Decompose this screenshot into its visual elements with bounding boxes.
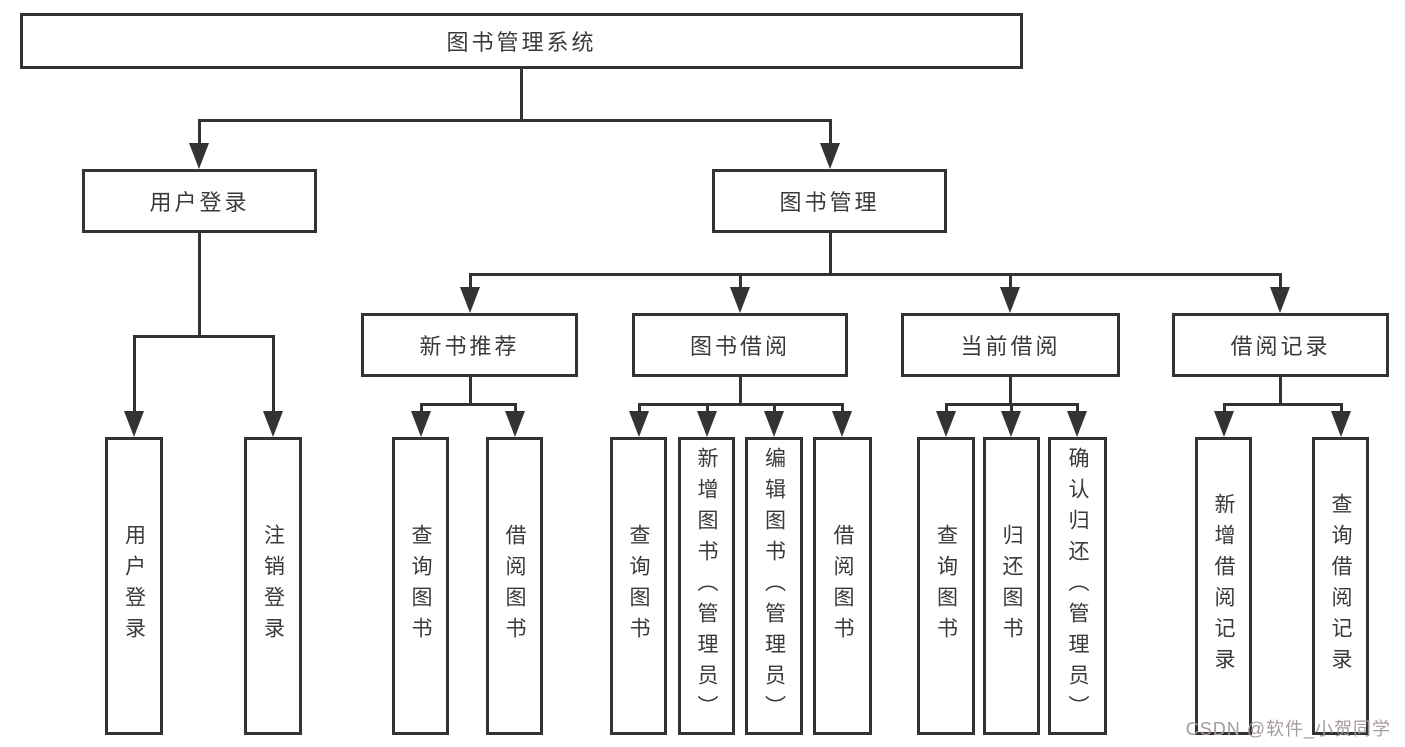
connector [1010,403,1013,413]
arrowhead [1270,287,1290,313]
connector [420,403,517,406]
watermark: CSDN @软件_小贺同学 [1185,719,1391,739]
connector [133,335,136,413]
connector [520,67,523,121]
node-new-book-recommendation: 新书推荐 [361,313,578,377]
connector [706,403,709,413]
arrowhead [936,411,956,437]
arrowhead [1000,287,1020,313]
connector [829,119,832,145]
leaf-edit-books-admin: 编辑图书（管理员） [745,437,803,735]
arrowhead [411,411,431,437]
leaf-add-books-admin: 新增图书（管理员） [678,437,735,735]
connector [198,231,201,337]
arrowhead [1331,411,1351,437]
connector [1009,375,1012,405]
connector [198,119,832,122]
connector [638,403,844,406]
leaf-query-borrow-record: 查询借阅记录 [1312,437,1369,735]
arrowhead [697,411,717,437]
node-current-borrowing: 当前借阅 [901,313,1120,377]
connector [469,273,1282,276]
leaf-confirm-return-admin: 确认归还（管理员） [1048,437,1107,735]
connector [1223,403,1226,413]
node-library-management-system: 图书管理系统 [20,13,1023,69]
leaf-add-borrow-record: 新增借阅记录 [1195,437,1252,735]
leaf-borrow-books-recommend: 借阅图书 [486,437,543,735]
connector [469,273,472,289]
connector [514,403,517,413]
connector [773,403,776,413]
arrowhead [832,411,852,437]
leaf-query-books-current: 查询图书 [917,437,975,735]
arrowhead [263,411,283,437]
node-book-borrowing: 图书借阅 [632,313,848,377]
leaf-logout: 注销登录 [244,437,302,735]
arrowhead [460,287,480,313]
connector [1076,403,1079,413]
node-user-login: 用户登录 [82,169,317,233]
connector [829,231,832,275]
connector [1009,273,1012,289]
arrowhead [730,287,750,313]
connector [841,403,844,413]
connector [1340,403,1343,413]
connector [1279,375,1282,405]
connector [272,335,275,413]
connector [133,335,275,338]
arrowhead [764,411,784,437]
arrowhead [1001,411,1021,437]
arrowhead [505,411,525,437]
connector [1223,403,1343,406]
arrowhead [820,143,840,169]
leaf-query-books-recommend: 查询图书 [392,437,449,735]
leaf-return-books: 归还图书 [983,437,1040,735]
connector [420,403,423,413]
arrowhead [1214,411,1234,437]
arrowhead [189,143,209,169]
connector [739,375,742,405]
leaf-borrow-books-2: 借阅图书 [813,437,872,735]
node-borrowing-records: 借阅记录 [1172,313,1389,377]
arrowhead [1067,411,1087,437]
leaf-user-login: 用户登录 [105,437,163,735]
connector [198,119,201,145]
connector [1279,273,1282,289]
connector [469,375,472,405]
arrowhead [629,411,649,437]
connector [945,403,948,413]
connector [739,273,742,289]
connector [638,403,641,413]
node-book-management: 图书管理 [712,169,947,233]
leaf-query-books-borrowing: 查询图书 [610,437,667,735]
arrowhead [124,411,144,437]
